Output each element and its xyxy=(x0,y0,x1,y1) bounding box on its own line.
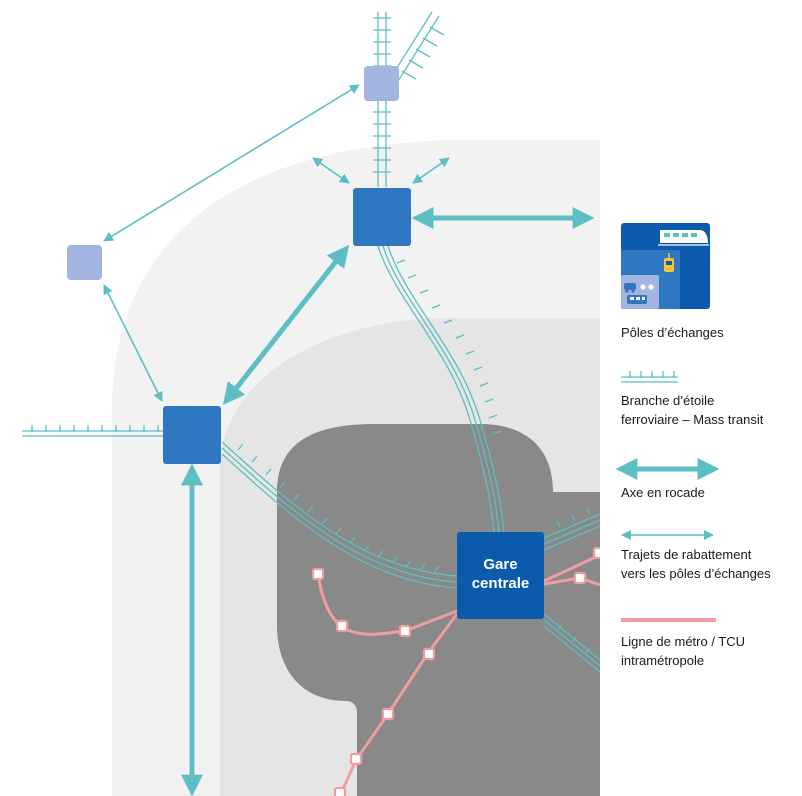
train-icon xyxy=(658,230,709,246)
central-station xyxy=(457,532,544,619)
car-icon xyxy=(624,283,654,293)
legend-feeder-label-line2: vers les pôles d’échanges xyxy=(621,566,771,581)
rail-branch-west-to-central xyxy=(221,441,458,589)
legend-feeder-label-line1: Trajets de rabattement xyxy=(621,547,752,562)
legend-rail-branch-symbol xyxy=(621,371,678,383)
legend-interchange-hubs-label: Pôles d’échanges xyxy=(621,325,724,340)
feeder-arrows xyxy=(103,84,450,402)
tram-icon xyxy=(664,253,674,272)
rail-branch-west xyxy=(22,425,164,437)
bus-icon xyxy=(627,295,647,304)
rail-branch-east xyxy=(543,507,600,673)
legend-rail-branch-label-line2: ferroviaire – Mass transit xyxy=(621,412,764,427)
hub-major-north xyxy=(353,188,411,246)
legend-metro-label-line1: Ligne de métro / TCU xyxy=(621,634,745,649)
central-station-label-line1: Gare xyxy=(483,556,517,573)
rail-branch-north-to-central xyxy=(377,245,505,535)
legend-metro-label-line2: intramétropole xyxy=(621,653,704,668)
ring-axis-arrows xyxy=(181,207,595,796)
central-station-label-line2: centrale xyxy=(472,575,530,592)
hub-minor-north xyxy=(364,66,399,101)
legend-rail-branch-label-line1: Branche d’étoile xyxy=(621,393,714,408)
interchange-hub-icon xyxy=(621,223,710,309)
hub-minor-west xyxy=(67,245,102,280)
metro-stations xyxy=(311,546,600,796)
core-zone xyxy=(277,424,600,796)
rail-lines xyxy=(22,11,600,673)
hub-major-west xyxy=(163,406,221,464)
legend: Pôles d’échanges Branche d’étoile ferrov… xyxy=(615,223,771,668)
legend-ring-axis-label: Axe en rocade xyxy=(621,485,705,500)
